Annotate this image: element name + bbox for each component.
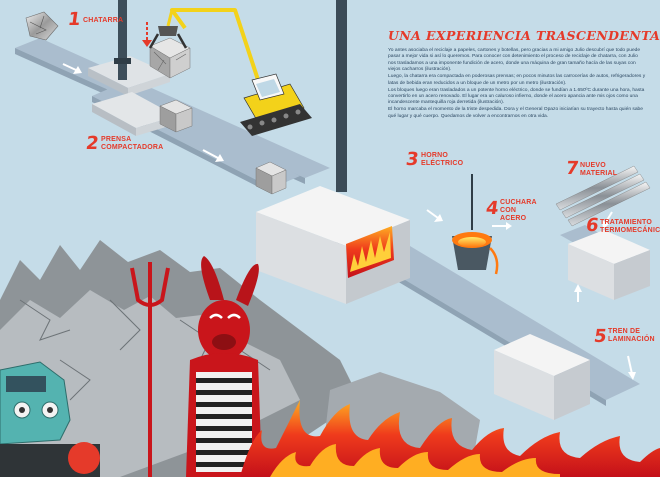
scrap-cube-3	[255, 161, 287, 195]
scrap-platform	[88, 56, 170, 96]
step-1-label: Chatarra	[83, 17, 124, 24]
flow-arrows	[62, 63, 636, 380]
step-3-number: 3	[404, 149, 421, 170]
step-5-number: 5	[592, 326, 609, 347]
page-title: Una experiencia trascendental	[388, 28, 660, 43]
step-4-label: Cuchara con acero	[500, 199, 537, 222]
crane-post	[118, 0, 127, 80]
step-7-number: 7	[564, 158, 581, 179]
step-4-number: 4	[484, 198, 501, 219]
story-paragraph: Yo antes asociaba el reciclaje a papeles…	[388, 48, 641, 73]
steel-ladle	[452, 174, 499, 275]
step-7-label: Nuevo material	[580, 162, 618, 177]
electric-furnace	[256, 0, 410, 304]
step-6-label: Tratamiento termomecánico	[600, 219, 660, 234]
step-5-label: Tren de laminación	[608, 328, 655, 343]
devil-character	[130, 256, 262, 477]
crane-excavator	[148, 8, 312, 136]
flames	[240, 400, 660, 477]
story-paragraph: Luego, la chatarra era compactada en pod…	[388, 74, 646, 86]
story-paragraph: El horno marcaba el momento de la triste…	[388, 107, 643, 119]
step-2-number: 2	[84, 133, 101, 154]
step-2-label: Prensa compactadora	[101, 136, 164, 151]
drop-arrow-icon	[142, 22, 152, 47]
step-6-number: 6	[584, 215, 601, 236]
step-3-label: Horno eléctrico	[421, 152, 464, 167]
story-paragraph: Los bloques luego eran trasladados a un …	[388, 87, 645, 106]
scrap-pile	[25, 11, 59, 41]
thermo-block	[568, 230, 650, 300]
old-car	[0, 361, 100, 477]
new-material-rods	[555, 165, 651, 227]
lamination-block	[494, 334, 590, 420]
scrap-cube-1	[149, 37, 191, 79]
step-1-number: 1	[66, 9, 83, 30]
scrap-blocks	[25, 11, 287, 195]
story-text: Yo antes asociaba el reciclaje a papeles…	[388, 48, 646, 121]
scrap-cube-2	[159, 99, 193, 133]
